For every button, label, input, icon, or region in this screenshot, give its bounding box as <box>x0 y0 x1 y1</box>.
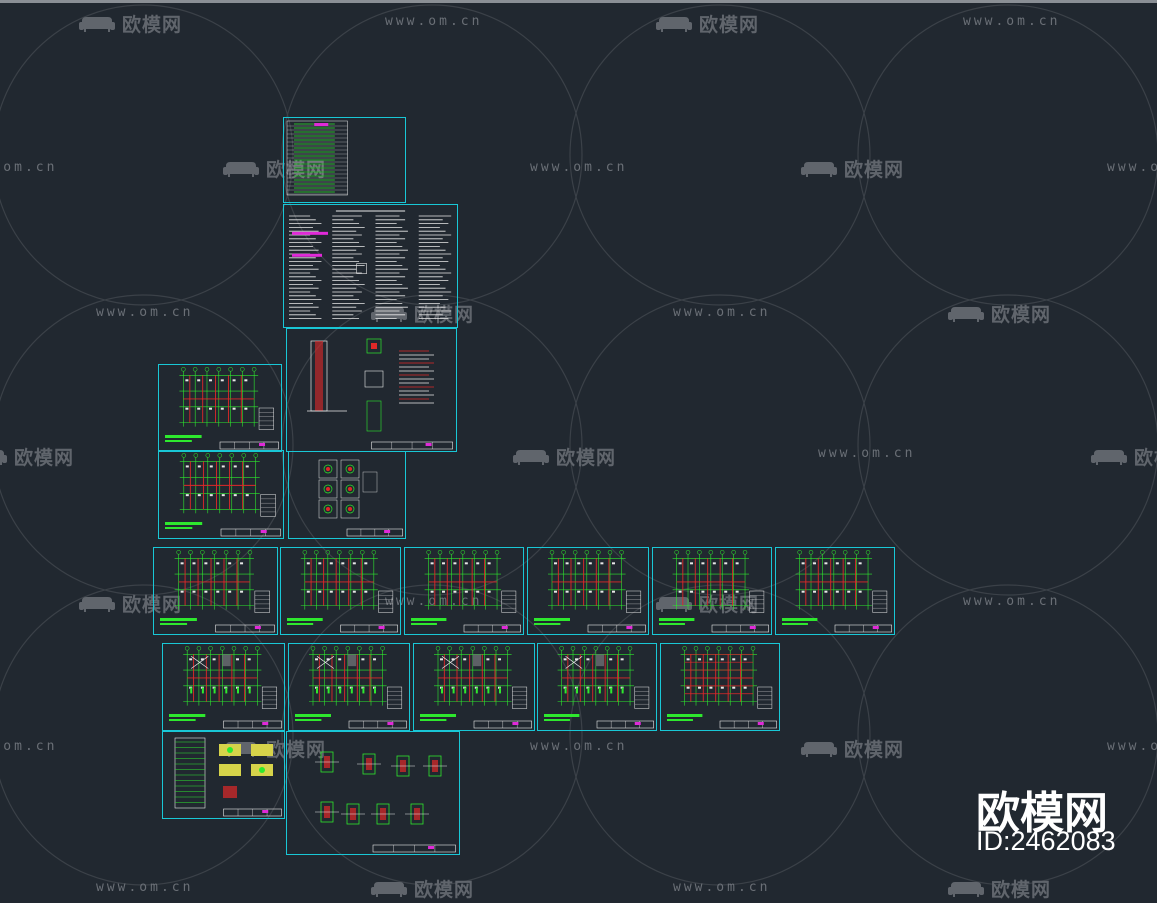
watermark-logo: 欧模网 <box>512 443 616 470</box>
watermark-url: www.om.cn <box>530 160 628 175</box>
sheet-stair-details[interactable] <box>162 731 285 819</box>
sheet-plan[interactable] <box>158 364 282 452</box>
sheet-content <box>782 550 892 633</box>
sofa-icon <box>947 880 985 898</box>
watermark-url: www.om.cn <box>385 594 483 609</box>
watermark-logo: 欧模网 <box>370 875 474 902</box>
watermark-logo: 欧模网 <box>0 443 74 470</box>
sheet-floor-plan[interactable] <box>404 547 524 635</box>
sheet-beam-plan[interactable] <box>413 643 535 731</box>
sheet-floor-plan[interactable] <box>280 547 401 635</box>
model-id-label: ID:2462083 <box>976 826 1116 856</box>
watermark-url: www.om.cn <box>963 14 1061 29</box>
sheet-content <box>420 646 532 729</box>
sofa-icon <box>655 595 693 613</box>
watermark-url: www.om.cn <box>96 305 194 320</box>
sheet-node-details[interactable] <box>286 731 460 855</box>
sofa-icon <box>370 305 408 323</box>
sofa-icon <box>947 305 985 323</box>
sheet-general-notes[interactable] <box>283 204 458 328</box>
sheet-content <box>534 550 646 633</box>
sofa-icon <box>78 595 116 613</box>
watermark-url: www.om.cn <box>0 160 58 175</box>
brand-logo-text: 欧模网 <box>976 788 1108 839</box>
watermark-logo: 欧模网 <box>78 10 182 37</box>
watermark-logo: 欧模网 <box>655 590 759 617</box>
sheet-beam-plan[interactable] <box>537 643 657 731</box>
sheet-content <box>307 338 453 450</box>
watermark-logo: 欧模网 <box>800 155 904 182</box>
sheet-content <box>295 646 407 729</box>
sheet-foundation-details[interactable] <box>286 328 457 452</box>
watermark-url: www.om.cn <box>385 14 483 29</box>
watermark-logo: 欧模网 <box>1090 443 1157 470</box>
sheet-drawing-index[interactable] <box>283 117 406 203</box>
sheet-content <box>289 210 452 319</box>
sheet-floor-plan[interactable] <box>652 547 772 635</box>
sofa-icon <box>222 160 260 178</box>
watermark-logo: 欧模网 <box>947 300 1051 327</box>
watermark-url: www.om.cn <box>96 880 194 895</box>
watermark-url: www.om.cn <box>1107 739 1157 754</box>
sheet-content <box>286 120 348 196</box>
watermark-url: www.om.cn <box>530 739 628 754</box>
sheet-content <box>544 646 654 729</box>
sheet-content <box>174 737 282 817</box>
sheet-floor-plan[interactable] <box>775 547 895 635</box>
watermark-url: www.om.cn <box>963 594 1061 609</box>
watermark-logo: 欧模网 <box>78 590 182 617</box>
sheet-content <box>315 751 456 853</box>
sheet-content <box>411 550 521 633</box>
sheet-floor-plan[interactable] <box>527 547 649 635</box>
sheet-content <box>318 459 403 537</box>
sheet-content <box>287 550 398 633</box>
sofa-icon <box>512 448 550 466</box>
sheet-content <box>667 646 777 729</box>
watermark-logo: 欧模网 <box>947 875 1051 902</box>
sofa-icon <box>800 740 838 758</box>
sheet-content <box>165 367 279 450</box>
sheet-roof-plan[interactable] <box>660 643 780 731</box>
sofa-icon <box>78 15 116 33</box>
watermark-logo: 欧模网 <box>370 300 474 327</box>
watermark-logo: 欧模网 <box>800 735 904 762</box>
watermark-url: www.om.cn <box>1107 160 1157 175</box>
sheet-content <box>659 550 769 633</box>
sheet-beam-plan[interactable] <box>162 643 285 731</box>
watermark-url: www.om.cn <box>818 446 916 461</box>
sheet-beam-plan[interactable] <box>288 643 410 731</box>
window-top-border <box>0 0 1157 3</box>
watermark-logo: 欧模网 <box>655 10 759 37</box>
sofa-icon <box>800 160 838 178</box>
sheet-content <box>169 646 282 729</box>
sheet-plan[interactable] <box>158 450 284 539</box>
sofa-icon <box>370 880 408 898</box>
sheet-content <box>165 453 281 537</box>
watermark-url: www.om.cn <box>673 305 771 320</box>
sofa-icon <box>0 448 8 466</box>
sheet-content <box>160 550 275 633</box>
sofa-icon <box>1090 448 1128 466</box>
sheet-detail-small[interactable] <box>288 451 406 539</box>
watermark-url: www.om.cn <box>673 880 771 895</box>
watermark-url: www.om.cn <box>0 739 58 754</box>
sheet-floor-plan[interactable] <box>153 547 278 635</box>
sofa-icon <box>655 15 693 33</box>
